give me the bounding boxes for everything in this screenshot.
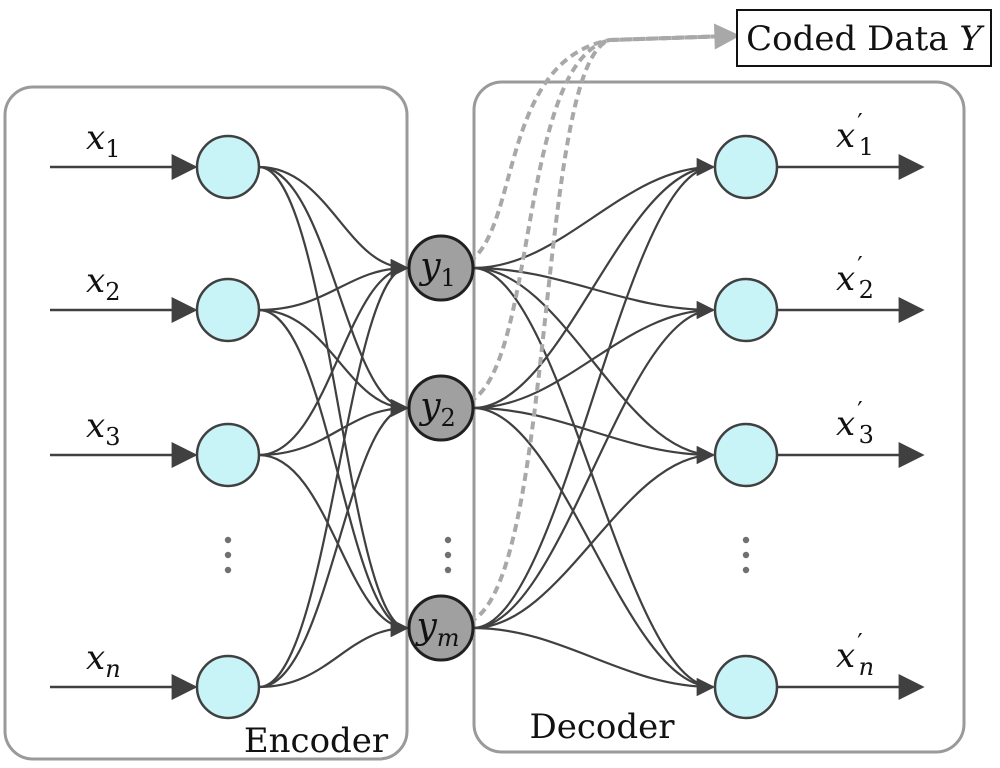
coded-data-box [736, 9, 992, 67]
encoder-edge [258, 165, 409, 277]
decoder-edge [472, 301, 715, 410]
coded-data-label: Coded Data Y [746, 19, 985, 59]
ellipsis-dot [742, 566, 750, 574]
decoder-label: Decoder [529, 707, 675, 747]
code-label: ym [414, 606, 459, 652]
input-label: x2 [86, 261, 120, 306]
code-node [407, 234, 475, 302]
input-label: x3 [86, 406, 120, 451]
decoder-box [472, 80, 966, 754]
output-node [713, 277, 779, 343]
decoder-edge [472, 158, 715, 270]
decoder-edge [472, 266, 715, 464]
decoder-edge [472, 446, 715, 630]
coded-data-arrow [468, 34, 731, 404]
input-layer: x1 x2 x3 xn [50, 118, 261, 720]
encoder-edge [258, 308, 409, 637]
decoder-edge [472, 158, 715, 630]
ellipsis-dot [224, 536, 232, 544]
encoder-label: Encoder [244, 721, 389, 761]
coded-data-arrow [467, 23, 741, 264]
input-node [195, 654, 261, 720]
encoder-edge [258, 165, 409, 417]
encoder-edge [258, 259, 409, 457]
output-node [713, 134, 779, 200]
code-node [407, 594, 475, 662]
encoder-box [3, 85, 409, 761]
encoder-edge [258, 165, 409, 637]
ellipsis-dot [742, 536, 750, 544]
encoder-edge [258, 399, 409, 689]
encoder-edge [258, 399, 409, 457]
ellipsis-dot [444, 536, 452, 544]
encoder-edge [258, 259, 409, 689]
output-label: x′2 [836, 252, 874, 304]
code-label: y2 [418, 386, 456, 432]
code-node [407, 374, 475, 442]
code-layer: y1 y2 ym [407, 234, 475, 662]
output-node [713, 654, 779, 720]
encoder-edge [258, 308, 409, 417]
input-label: x1 [86, 118, 120, 163]
decoder-edge [472, 626, 715, 696]
encoder-edge [258, 453, 409, 637]
encoder-edge [258, 619, 409, 689]
input-label: xn [86, 638, 121, 683]
connection-edges [258, 158, 715, 696]
input-node [195, 422, 261, 488]
decoder-edge [472, 406, 715, 464]
encoder-edge [258, 259, 409, 312]
coded-data-arrows [467, 23, 741, 624]
output-label: x′3 [836, 397, 874, 449]
ellipsis-dot [742, 551, 750, 559]
decoder-edge [472, 266, 715, 696]
decoder-edge [472, 158, 715, 410]
ellipsis-dots [224, 536, 750, 574]
ellipsis-dot [224, 566, 232, 574]
output-label: x′n [836, 629, 874, 681]
decoder-edge [472, 406, 715, 696]
input-node [195, 277, 261, 343]
input-node [195, 134, 261, 200]
output-node [713, 422, 779, 488]
coded-data-arrow [468, 34, 731, 624]
code-label: y1 [418, 246, 456, 292]
ellipsis-dot [444, 551, 452, 559]
output-label: x′1 [836, 109, 874, 161]
ellipsis-dot [444, 566, 452, 574]
output-layer: x′1 x′2 x′3 x′n [713, 109, 925, 720]
decoder-edge [472, 301, 715, 630]
ellipsis-dot [224, 551, 232, 559]
